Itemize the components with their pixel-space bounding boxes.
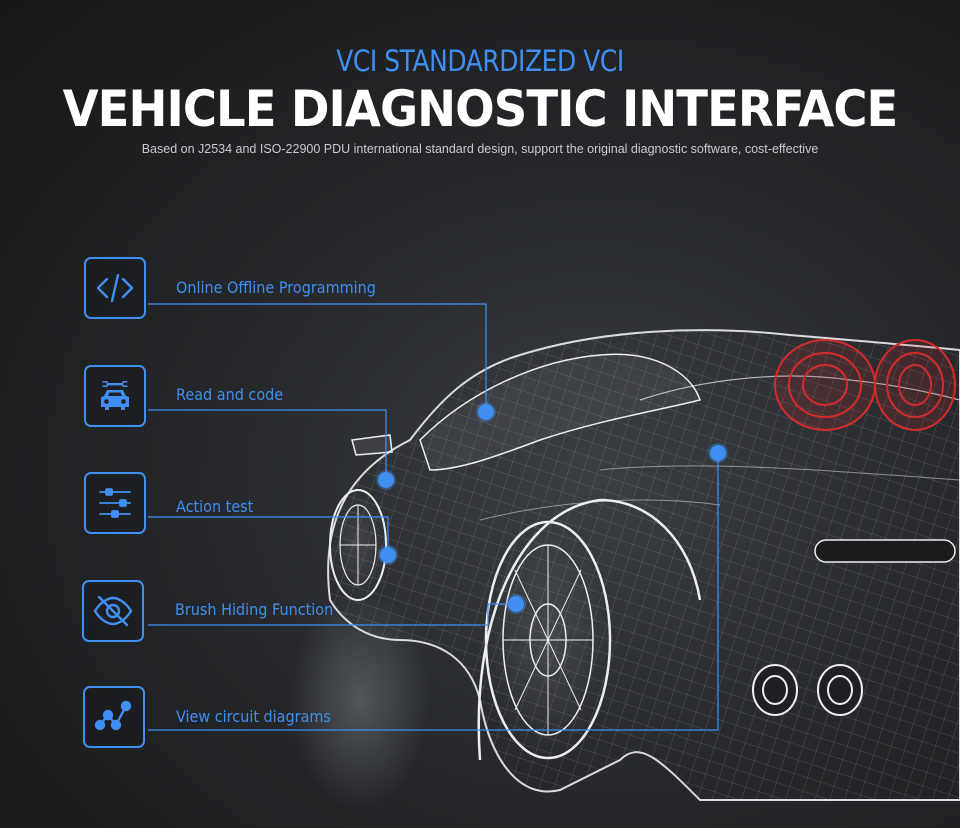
circuit-nodes-icon — [83, 686, 145, 748]
feature-label-programming: Online Offline Programming — [176, 278, 376, 297]
car-wrench-icon — [84, 365, 146, 427]
feature-label-action-test: Action test — [176, 497, 254, 516]
front-wheel — [329, 489, 387, 601]
feature-label-circuit: View circuit diagrams — [176, 707, 331, 726]
page-title: VEHICLE DIAGNOSTIC INTERFACE — [62, 80, 899, 138]
header-subtitle: VCI STANDARDIZED VCI — [336, 44, 624, 78]
header-description: Based on J2534 and ISO-22900 PDU interna… — [141, 142, 819, 156]
feature-label-brush-hiding: Brush Hiding Function — [175, 600, 334, 619]
code-icon — [84, 257, 146, 319]
sliders-icon — [84, 472, 146, 534]
feature-label-read-code: Read and code — [176, 385, 284, 404]
tail-lights — [774, 339, 956, 431]
exhaust-pipes — [752, 664, 863, 716]
eye-slash-icon — [82, 580, 144, 642]
